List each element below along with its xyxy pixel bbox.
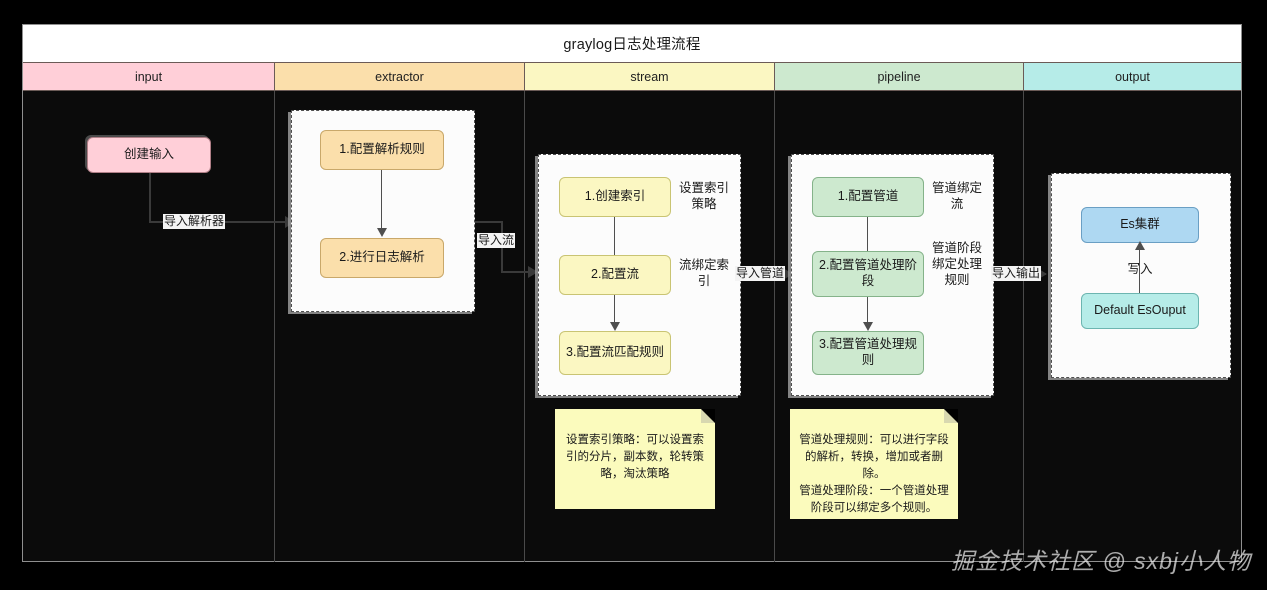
lane-header-pipeline-label: pipeline: [877, 69, 921, 84]
node-stream-step2-label: 2.配置流: [591, 267, 639, 282]
lane-header-input: input: [23, 63, 275, 91]
connector-extractor-out: [475, 221, 503, 223]
connector-pipeline-1to2: [867, 217, 869, 270]
note-pipeline-text: 管道处理规则：可以进行字段的解析，转换，增加或者删除。 管道处理阶段：一个管道处…: [799, 434, 949, 514]
node-pipeline-step3[interactable]: 3.配置管道处理规则: [812, 331, 924, 375]
swimlane-frame: graylog日志处理流程 input extractor stream pip…: [22, 24, 1242, 562]
lane-header-stream-label: stream: [630, 69, 669, 84]
node-create-input-label: 创建输入: [123, 147, 174, 162]
lane-header-extractor-label: extractor: [375, 69, 424, 84]
arrowhead-import-stream: [528, 266, 538, 278]
node-default-es-output-label: Default EsOuput: [1094, 303, 1186, 318]
page-title: graylog日志处理流程: [563, 37, 701, 53]
label-stream-index-policy: 设置索引策略: [678, 181, 729, 211]
edge-label-import-pipeline: 导入管道: [735, 266, 786, 281]
connector-input-down: [149, 173, 151, 223]
node-es-cluster[interactable]: Es集群: [1081, 207, 1199, 243]
lane-body-row: [23, 91, 1241, 562]
edge-label-import-output: 导入输出: [991, 266, 1042, 281]
lane-header-output: output: [1024, 63, 1241, 91]
lane-body-extractor: [275, 91, 525, 562]
node-default-es-output[interactable]: Default EsOuput: [1081, 293, 1199, 329]
arrowhead-extractor-1to2: [377, 228, 387, 237]
node-pipeline-step1-label: 1.配置管道: [837, 189, 899, 204]
connector-pipeline-2to3: [867, 297, 869, 327]
edge-label-import-extractor: 导入解析器: [163, 214, 226, 229]
lane-header-pipeline: pipeline: [775, 63, 1024, 91]
lane-header-input-label: input: [134, 69, 163, 84]
connector-extractor-1to2: [381, 170, 383, 233]
lane-body-input: [23, 91, 275, 562]
node-pipeline-step3-label: 3.配置管道处理规则: [819, 337, 917, 367]
lane-body-stream: [525, 91, 775, 562]
label-stream-bind-index: 流绑定索引: [678, 258, 729, 288]
node-stream-step1-label: 1.创建索引: [584, 189, 646, 204]
note-stream: 设置索引策略：可以设置索引的分片，副本数，轮转策略，淘汰策略: [555, 409, 715, 509]
connector-stream-2to3: [614, 295, 616, 327]
label-pipeline-bind-stream: 管道绑定流: [931, 181, 982, 211]
node-stream-step3-label: 3.配置流匹配规则: [566, 345, 664, 360]
diagram-title-bar: graylog日志处理流程: [23, 25, 1241, 63]
node-pipeline-step1[interactable]: 1.配置管道: [812, 177, 924, 217]
lane-header-output-label: output: [1115, 69, 1150, 84]
lane-body-pipeline: [775, 91, 1024, 562]
node-create-input[interactable]: 创建输入: [87, 137, 211, 173]
node-stream-step1[interactable]: 1.创建索引: [559, 177, 671, 217]
node-extractor-step2[interactable]: 2.进行日志解析: [320, 238, 444, 278]
label-pipeline-stage-bind-rule: 管道阶段绑定处理规则: [931, 241, 982, 287]
lane-header-row: input extractor stream pipeline output: [23, 63, 1241, 91]
edge-label-write: 写入: [1127, 262, 1153, 276]
arrowhead-import-output: [1037, 268, 1047, 280]
lane-header-stream: stream: [525, 63, 775, 91]
node-extractor-step2-label: 2.进行日志解析: [339, 250, 425, 265]
connector-stream-1to2: [614, 217, 616, 270]
node-extractor-step1-label: 1.配置解析规则: [339, 142, 425, 157]
node-stream-step3[interactable]: 3.配置流匹配规则: [559, 331, 671, 375]
arrowhead-stream-2to3: [610, 322, 620, 331]
lane-header-extractor: extractor: [275, 63, 525, 91]
node-stream-step2[interactable]: 2.配置流: [559, 255, 671, 295]
node-es-cluster-label: Es集群: [1120, 217, 1160, 232]
arrowhead-write: [1135, 241, 1145, 250]
note-stream-text: 设置索引策略：可以设置索引的分片，副本数，轮转策略，淘汰策略: [566, 434, 704, 480]
node-pipeline-step2[interactable]: 2.配置管道处理阶段: [812, 251, 924, 297]
node-pipeline-step2-label: 2.配置管道处理阶段: [819, 258, 917, 288]
arrowhead-pipeline-2to3: [863, 322, 873, 331]
connector-extractor-to-stream: [501, 271, 539, 273]
note-pipeline: 管道处理规则：可以进行字段的解析，转换，增加或者删除。 管道处理阶段：一个管道处…: [790, 409, 958, 519]
node-extractor-step1[interactable]: 1.配置解析规则: [320, 130, 444, 170]
connector-output-write: [1139, 250, 1141, 312]
edge-label-import-stream: 导入流: [477, 233, 516, 248]
